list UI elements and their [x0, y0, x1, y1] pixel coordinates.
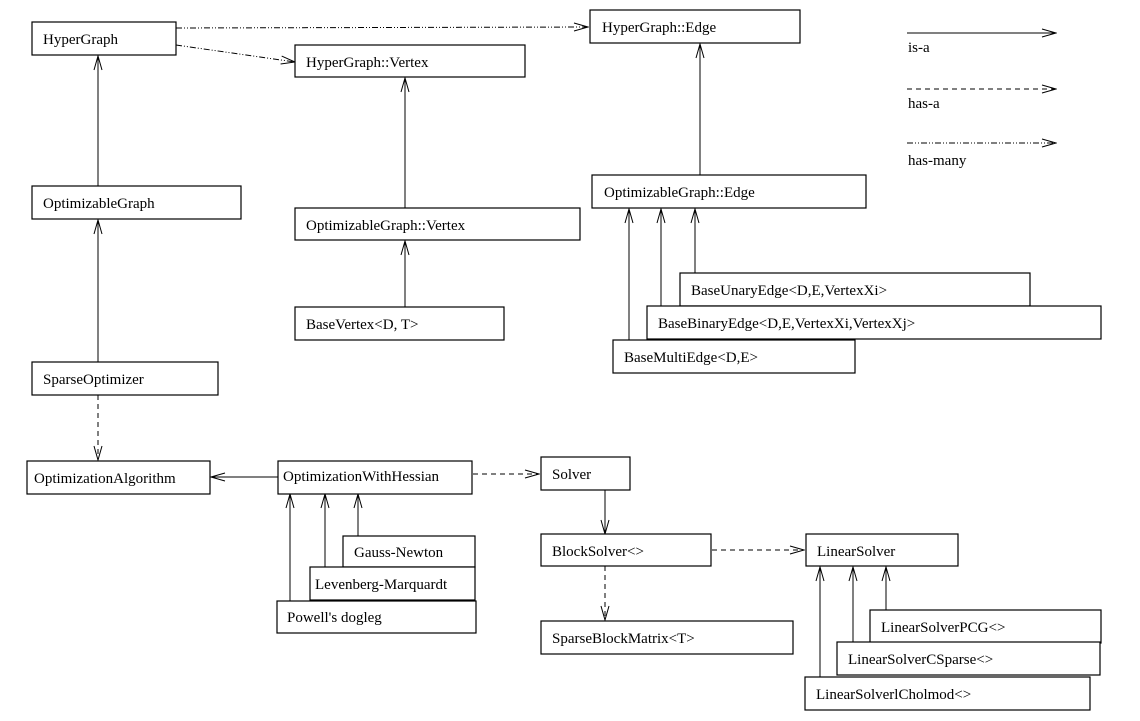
class-label-powells-dogleg: Powell's dogleg [287, 610, 382, 626]
class-label-base-unary-edge: BaseUnaryEdge<D,E,VertexXi> [691, 283, 887, 299]
class-box-gauss-newton[interactable]: Gauss-Newton [342, 535, 476, 568]
class-box-powells-dogleg[interactable]: Powell's dogleg [276, 600, 477, 634]
legend-has-a-label: has-a [908, 96, 940, 112]
class-box-levenberg-marquardt[interactable]: Levenberg-Marquardt [309, 566, 476, 601]
class-box-linear-solver-cholmod[interactable]: LinearSolverlCholmod<> [804, 676, 1091, 711]
class-box-base-binary-edge[interactable]: BaseBinaryEdge<D,E,VertexXi,VertexXj> [646, 305, 1102, 340]
class-label-optimizable-graph: OptimizableGraph [43, 196, 155, 212]
edge-hypergraph-has-many-vertex [175, 44, 295, 62]
class-label-base-vertex: BaseVertex<D, T> [306, 317, 418, 333]
class-box-optimization-algorithm[interactable]: OptimizationAlgorithm [26, 460, 211, 495]
class-box-base-multi-edge[interactable]: BaseMultiEdge<D,E> [612, 339, 856, 374]
legend-is-a-label: is-a [908, 40, 930, 56]
nodes: HyperGraph HyperGraph::Vertex HyperGraph… [26, 9, 1102, 711]
class-label-linear-solver: LinearSolver [817, 544, 895, 560]
class-box-hypergraph-vertex[interactable]: HyperGraph::Vertex [294, 44, 526, 78]
class-label-linear-solver-cholmod: LinearSolverlCholmod<> [816, 687, 971, 703]
class-box-linear-solver-pcg[interactable]: LinearSolverPCG<> [869, 609, 1102, 644]
class-box-base-vertex[interactable]: BaseVertex<D, T> [294, 306, 505, 341]
legend-has-many-label: has-many [908, 153, 967, 169]
class-box-solver[interactable]: Solver [540, 456, 631, 491]
class-box-linear-solver-csparse[interactable]: LinearSolverCSparse<> [836, 641, 1101, 676]
class-box-hypergraph[interactable]: HyperGraph [31, 21, 177, 56]
class-box-sparse-optimizer[interactable]: SparseOptimizer [31, 361, 219, 396]
class-box-linear-solver[interactable]: LinearSolver [805, 533, 959, 567]
class-label-gauss-newton: Gauss-Newton [354, 545, 444, 561]
class-label-solver: Solver [552, 467, 591, 483]
class-box-block-solver[interactable]: BlockSolver<> [540, 533, 712, 567]
class-box-optimizable-graph-edge[interactable]: OptimizableGraph::Edge [591, 174, 867, 209]
class-label-hypergraph: HyperGraph [43, 32, 118, 48]
class-label-hypergraph-vertex: HyperGraph::Vertex [306, 55, 429, 71]
class-label-sparse-block-matrix: SparseBlockMatrix<T> [552, 631, 695, 647]
class-label-hypergraph-edge: HyperGraph::Edge [602, 20, 716, 36]
class-label-levenberg-marquardt: Levenberg-Marquardt [315, 577, 448, 593]
class-label-block-solver: BlockSolver<> [552, 544, 644, 560]
legend: is-a has-a has-many [908, 40, 967, 169]
class-label-optimization-algorithm: OptimizationAlgorithm [34, 471, 176, 487]
edge-hypergraph-has-many-edge [175, 27, 588, 28]
edges [98, 27, 1056, 677]
class-box-optimizable-graph-vertex[interactable]: OptimizableGraph::Vertex [294, 207, 581, 241]
class-box-optimization-with-hessian[interactable]: OptimizationWithHessian [277, 460, 473, 495]
class-box-optimizable-graph[interactable]: OptimizableGraph [31, 185, 242, 220]
class-label-optimizable-graph-vertex: OptimizableGraph::Vertex [306, 218, 466, 234]
class-label-optimization-with-hessian: OptimizationWithHessian [283, 469, 440, 485]
class-label-base-binary-edge: BaseBinaryEdge<D,E,VertexXi,VertexXj> [658, 316, 915, 332]
class-label-linear-solver-pcg: LinearSolverPCG<> [881, 620, 1005, 636]
class-box-sparse-block-matrix[interactable]: SparseBlockMatrix<T> [540, 620, 794, 655]
class-box-hypergraph-edge[interactable]: HyperGraph::Edge [589, 9, 801, 44]
class-label-base-multi-edge: BaseMultiEdge<D,E> [624, 350, 758, 366]
class-label-linear-solver-csparse: LinearSolverCSparse<> [848, 652, 993, 668]
class-label-optimizable-graph-edge: OptimizableGraph::Edge [604, 185, 755, 201]
class-label-sparse-optimizer: SparseOptimizer [43, 372, 144, 388]
class-box-base-unary-edge[interactable]: BaseUnaryEdge<D,E,VertexXi> [679, 272, 1031, 307]
